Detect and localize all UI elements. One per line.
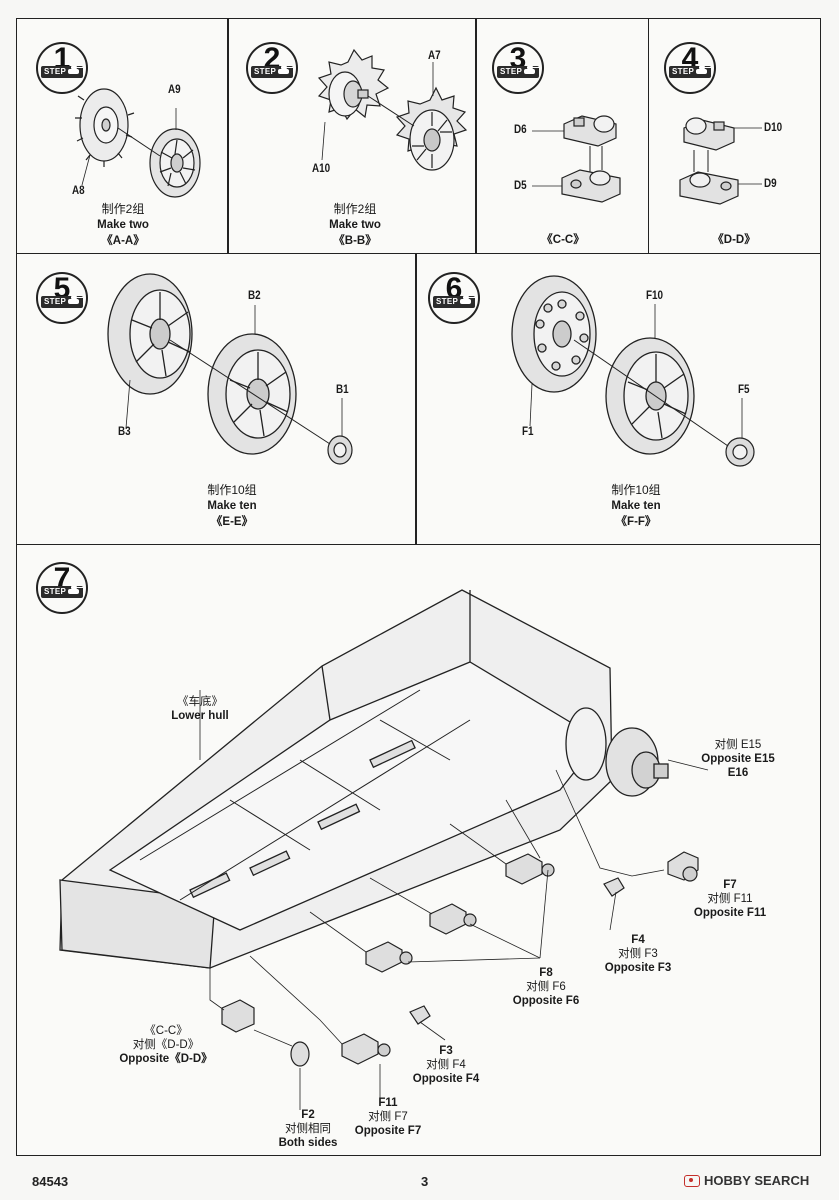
label-d5: D5 bbox=[514, 180, 527, 192]
guide-lines bbox=[199, 690, 709, 1110]
part-f10-drawing bbox=[605, 337, 695, 455]
label-b3: B3 bbox=[118, 426, 131, 438]
camera-icon bbox=[684, 1174, 700, 1187]
label-f2: F2 对侧相同 Both sides bbox=[278, 1109, 338, 1149]
label-f1: F1 bbox=[522, 426, 534, 438]
part-a7-drawing bbox=[395, 86, 468, 171]
part-d6-drawing bbox=[563, 115, 617, 147]
caption-step-5: 制作10组 Make ten 《E-E》 bbox=[207, 483, 257, 528]
label-a9: A9 bbox=[168, 84, 181, 96]
step-badge-3: 3 STEP bbox=[492, 42, 544, 94]
watermark-text: HOBBY SEARCH bbox=[704, 1173, 810, 1188]
kit-number: 84543 bbox=[32, 1174, 69, 1189]
label-f5: F5 bbox=[738, 384, 750, 396]
tank-icon bbox=[68, 586, 83, 594]
part-e15-drawing bbox=[565, 707, 669, 797]
tank-icon bbox=[524, 66, 539, 74]
tank-icon bbox=[68, 66, 83, 74]
caption-step-2: 制作2组 Make two 《B-B》 bbox=[329, 202, 381, 247]
label-f4: F4 对侧 F3 Opposite F3 bbox=[604, 934, 672, 974]
step-badge-5: 5 STEP bbox=[36, 272, 88, 324]
step-badge-2: 2 STEP bbox=[246, 42, 298, 94]
label-b1: B1 bbox=[336, 384, 349, 396]
part-b2-drawing bbox=[207, 333, 297, 455]
part-b1-drawing bbox=[327, 435, 353, 465]
label-f3: F3 对侧 F4 Opposite F4 bbox=[412, 1045, 480, 1085]
caption-step-1: 制作2组 Make two 《A-A》 bbox=[97, 202, 149, 247]
caption-step-4: 《D-D》 bbox=[712, 234, 756, 246]
tank-icon bbox=[68, 296, 83, 304]
part-a10-drawing bbox=[317, 48, 390, 121]
suspension-arms-drawing bbox=[221, 851, 699, 1067]
step-badge-6: 6 STEP bbox=[428, 272, 480, 324]
part-d10-drawing bbox=[683, 117, 735, 151]
label-f10: F10 bbox=[646, 290, 664, 302]
part-f5-drawing bbox=[725, 437, 755, 467]
step-badge-4: 4 STEP bbox=[664, 42, 716, 94]
label-f7: F7 对侧 F11 Opposite F11 bbox=[693, 879, 767, 919]
step-badge-7: 7 STEP bbox=[36, 562, 88, 614]
label-lower-hull: 《车底》 Lower hull bbox=[171, 696, 229, 722]
tank-icon bbox=[696, 66, 711, 74]
step-badge-1: 1 STEP bbox=[36, 42, 88, 94]
label-d6: D6 bbox=[514, 124, 527, 136]
label-d10: D10 bbox=[764, 122, 783, 134]
label-f8: F8 对侧 F6 Opposite F6 bbox=[512, 967, 580, 1007]
part-f1-drawing bbox=[511, 275, 597, 393]
part-d9-drawing bbox=[679, 171, 739, 205]
tank-icon bbox=[278, 66, 293, 74]
caption-step-3: 《C-C》 bbox=[541, 234, 585, 246]
label-f11: F11 对侧 F7 Opposite F7 bbox=[354, 1097, 422, 1137]
label-a10: A10 bbox=[312, 163, 331, 175]
label-a8: A8 bbox=[72, 185, 85, 197]
part-a8-drawing bbox=[75, 88, 135, 167]
watermark-logo: HOBBY SEARCH bbox=[684, 1173, 809, 1188]
label-b2: B2 bbox=[248, 290, 261, 302]
tank-icon bbox=[460, 296, 475, 304]
page-number: 3 bbox=[421, 1174, 429, 1189]
label-a7: A7 bbox=[428, 50, 441, 62]
label-d9: D9 bbox=[764, 178, 777, 190]
part-d5-drawing bbox=[561, 169, 621, 203]
part-b3-drawing bbox=[107, 273, 193, 395]
label-e15: 对侧 E15 Opposite E15 E16 bbox=[701, 739, 775, 779]
caption-step-6: 制作10组 Make ten 《F-F》 bbox=[611, 483, 661, 528]
part-a9-drawing bbox=[149, 128, 201, 198]
lower-hull-drawing bbox=[59, 589, 613, 969]
label-cc: 《C-C》 对侧《D-D》 Opposite《D-D》 bbox=[119, 1025, 213, 1065]
